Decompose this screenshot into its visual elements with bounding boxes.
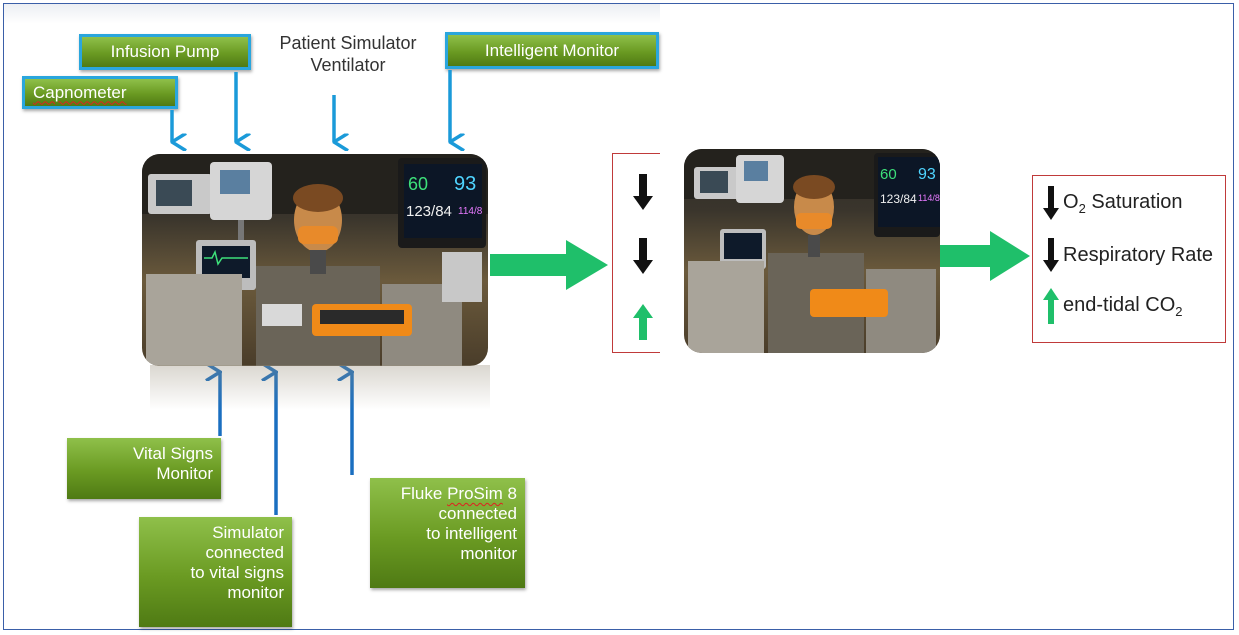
label-patient-simulator: Patient Simulator Ventilator	[258, 32, 438, 76]
reading-spo2: 93	[454, 173, 476, 195]
down-arrow-icon	[1043, 238, 1059, 272]
vital-signs-line2: Monitor	[156, 464, 213, 483]
label-vital-signs-monitor: Vital Signs Monitor	[67, 438, 221, 499]
fluke-line3: to intelligent	[426, 524, 517, 543]
fluke-line1: Fluke ProSim 8	[378, 484, 517, 504]
result-respiratory-rate: Respiratory Rate	[1043, 238, 1213, 272]
result-etco2-sub: 2	[1175, 303, 1183, 319]
crop-mask	[660, 140, 682, 365]
simulator-line1: Simulator	[212, 523, 284, 542]
label-intelligent-monitor: Intelligent Monitor	[445, 32, 659, 69]
result-o2-sub: 2	[1078, 200, 1086, 216]
reading-blood-pressure-2: 123/84	[880, 192, 917, 206]
lab-setup-photo-2: 60 93 123/84 114/8	[684, 149, 940, 353]
label-capnometer: Capnometer	[22, 76, 178, 109]
result-box: O2 Saturation Respiratory Rate end-tidal…	[1032, 175, 1226, 343]
vital-signs-line1: Vital Signs	[132, 444, 213, 463]
label-intelligent-monitor-text: Intelligent Monitor	[484, 40, 620, 60]
reading-heart-rate: 60	[408, 174, 428, 194]
result-o2-pre: O	[1063, 190, 1079, 213]
lab-setup-photo: 60 93 123/84 114/8	[142, 154, 488, 366]
lab-setup-illustration: 60 93 123/84 114/8	[142, 154, 488, 366]
label-simulator-connected: Simulator connected to vital signs monit…	[139, 517, 292, 627]
reading-heart-rate-2: 60	[880, 166, 897, 183]
partial-up-arrow	[633, 304, 653, 340]
label-fluke-prosim: Fluke ProSim 8 connected to intelligent …	[370, 478, 525, 588]
result-end-tidal-co2: end-tidal CO2	[1043, 288, 1183, 324]
fluke-line4: monitor	[460, 544, 517, 563]
reading-blood-pressure: 123/84	[406, 203, 452, 220]
simulator-line4: monitor	[227, 583, 284, 602]
result-o2-post: Saturation	[1085, 190, 1183, 213]
result-etco2-pre: end-tidal CO	[1063, 293, 1176, 316]
photo-reflection	[150, 365, 490, 410]
partial-result-arrows	[633, 174, 653, 340]
fluke-brand: Fluke	[400, 484, 443, 503]
simulator-line2: connected	[205, 543, 284, 562]
partial-down-arrow-1	[633, 174, 653, 210]
result-o2-saturation: O2 Saturation	[1043, 186, 1183, 220]
result-o2-text: O2 Saturation	[1063, 191, 1183, 216]
partial-down-arrow-2	[633, 238, 653, 274]
label-ventilator: Ventilator	[310, 55, 386, 75]
simulator-line3: to vital signs	[190, 563, 284, 582]
label-infusion-pump-text: Infusion Pump	[110, 42, 220, 61]
up-arrow-icon	[1043, 288, 1059, 324]
down-arrow-icon	[1043, 186, 1059, 220]
result-etco2-text: end-tidal CO2	[1063, 294, 1183, 319]
header-fade	[4, 4, 660, 24]
fluke-prosim-word: ProSim	[447, 484, 503, 503]
result-rr-text: Respiratory Rate	[1063, 243, 1214, 266]
reading-secondary-2: 114/8	[918, 193, 940, 203]
lab-setup-illustration-2: 60 93 123/84 114/8	[684, 149, 940, 353]
label-capnometer-text: Capnometer	[33, 82, 127, 102]
label-patient-simulator-line1: Patient Simulator	[279, 33, 417, 53]
diagram-frame	[3, 3, 1234, 630]
reading-spo2-2: 93	[918, 166, 936, 183]
fluke-line2: connected	[438, 504, 517, 523]
label-infusion-pump: Infusion Pump	[79, 34, 251, 70]
fluke-model: 8	[507, 484, 517, 503]
reading-secondary: 114/8	[458, 206, 483, 217]
